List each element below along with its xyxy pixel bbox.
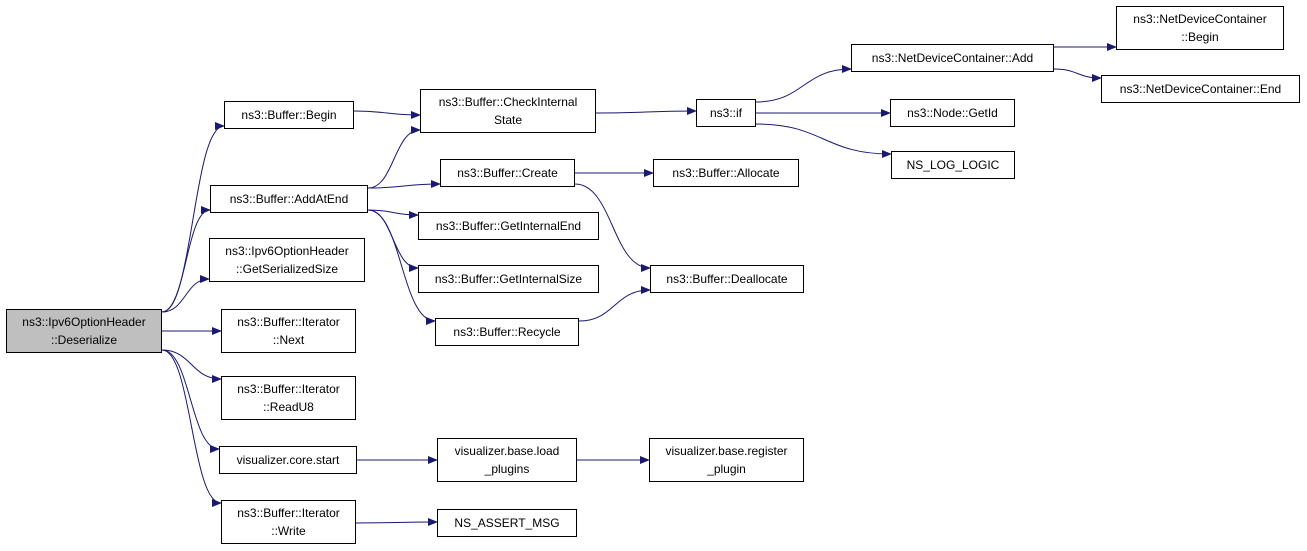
edge-ndc_add-to-ndc_end: [1053, 68, 1102, 82]
node-label-line: visualizer.core.start: [236, 453, 340, 467]
node-visualizer-base-load-plugins[interactable]: visualizer.base.load _plugins: [437, 438, 577, 482]
edge-buffer_create-to-buffer_deallocate: [574, 183, 651, 272]
edge-root-to-add_at_end: [161, 206, 211, 313]
node-label-line: ns3::Buffer::Deallocate: [666, 272, 788, 286]
node-ns-log-logic[interactable]: NS_LOG_LOGIC: [891, 151, 1015, 179]
node-buffer-addatend[interactable]: ns3::Buffer::AddAtEnd: [210, 185, 368, 213]
edge-add_at_end-to-buffer_recycle: [367, 209, 436, 325]
node-label-line: visualizer.base.load: [454, 444, 560, 458]
node-label-line: ns3::Buffer::AddAtEnd: [229, 192, 349, 206]
node-label-line: _plugin: [707, 462, 746, 476]
node-netdevicecontainer-add[interactable]: ns3::NetDeviceContainer::Add: [851, 44, 1054, 72]
node-label-line: ns3::Buffer::Iterator: [237, 382, 340, 396]
node-buffer-iterator-write[interactable]: ns3::Buffer::Iterator ::Write: [221, 500, 356, 544]
node-buffer-begin[interactable]: ns3::Buffer::Begin: [224, 101, 354, 129]
node-node-getid[interactable]: ns3::Node::GetId: [890, 99, 1015, 127]
edge-buffer_recycle-to-buffer_deallocate: [578, 286, 651, 322]
node-buffer-create[interactable]: ns3::Buffer::Create: [440, 159, 575, 187]
node-buffer-getinternalend[interactable]: ns3::Buffer::GetInternalEnd: [418, 212, 599, 240]
edge-ns3_if-to-log_logic: [755, 123, 892, 158]
edge-add_at_end-to-get_internal_end: [367, 209, 419, 219]
node-label-line: ns3::Buffer::GetInternalSize: [434, 272, 583, 286]
node-ipv6optionheader-deserialize[interactable]: ns3::Ipv6OptionHeader ::Deserialize: [6, 309, 162, 353]
node-label-line: ::GetSerializedSize: [235, 262, 339, 276]
node-buffer-iterator-readu8[interactable]: ns3::Buffer::Iterator ::ReadU8: [221, 376, 356, 420]
node-label-line: ns3::Buffer::Recycle: [453, 325, 561, 339]
node-ipv6optionheader-getserializedsize[interactable]: ns3::Ipv6OptionHeader ::GetSerializedSiz…: [209, 238, 365, 282]
edge-root-to-buffer_begin: [161, 122, 225, 313]
node-netdevicecontainer-begin[interactable]: ns3::NetDeviceContainer ::Begin: [1116, 6, 1284, 50]
node-buffer-iterator-next[interactable]: ns3::Buffer::Iterator ::Next: [221, 309, 356, 353]
node-label-line: NS_ASSERT_MSG: [454, 516, 560, 530]
node-label-line: ::Next: [272, 333, 305, 347]
node-label-line: ns3::Ipv6OptionHeader: [22, 315, 146, 329]
node-buffer-getinternalsize[interactable]: ns3::Buffer::GetInternalSize: [418, 265, 599, 293]
node-label-line: ns3::Buffer::Create: [457, 166, 558, 180]
edge-add_at_end-to-check_internal: [367, 126, 421, 189]
node-label-line: ns3::if: [709, 106, 742, 120]
edge-check_internal-to-ns3_if: [595, 107, 697, 116]
edge-buffer_begin-to-check_internal: [353, 110, 421, 119]
node-ns3-if[interactable]: ns3::if: [696, 99, 756, 127]
node-label-line: ns3::Buffer::Iterator: [237, 315, 340, 329]
node-label-line: NS_LOG_LOGIC: [906, 158, 1000, 172]
edge-add_at_end-to-buffer_create: [367, 180, 441, 189]
node-label-line: ns3::NetDeviceContainer::End: [1119, 82, 1282, 96]
node-label-line: ::Deserialize: [50, 333, 118, 347]
node-visualizer-core-start[interactable]: visualizer.core.start: [219, 446, 357, 474]
edge-root-to-ipv6opt_getsize: [161, 275, 210, 313]
node-buffer-allocate[interactable]: ns3::Buffer::Allocate: [653, 159, 799, 187]
node-label-line: ::Write: [271, 524, 306, 538]
node-label-line: ns3::Buffer::Allocate: [672, 166, 780, 180]
edge-root-to-iter_write: [161, 349, 222, 507]
node-label-line: ::Begin: [1181, 30, 1219, 44]
node-buffer-deallocate[interactable]: ns3::Buffer::Deallocate: [650, 265, 804, 293]
node-label-line: ns3::NetDeviceContainer: [1133, 12, 1267, 26]
node-label-line: ns3::Buffer::GetInternalEnd: [435, 219, 582, 233]
edge-root-to-vis_core_start: [161, 349, 220, 453]
node-netdevicecontainer-end[interactable]: ns3::NetDeviceContainer::End: [1101, 75, 1300, 103]
node-label-line: ns3::Node::GetId: [907, 106, 998, 120]
node-ns-assert-msg[interactable]: NS_ASSERT_MSG: [437, 509, 577, 537]
node-label-line: ns3::NetDeviceContainer::Add: [871, 51, 1034, 65]
node-label-line: ns3::Ipv6OptionHeader: [225, 244, 349, 258]
node-label-line: ns3::Buffer::Iterator: [237, 506, 340, 520]
node-visualizer-base-register-plugin[interactable]: visualizer.base.register _plugin: [649, 438, 804, 482]
node-buffer-recycle[interactable]: ns3::Buffer::Recycle: [435, 318, 579, 346]
edge-iter_write-to-assert_msg: [355, 518, 438, 527]
node-label-line: ns3::Buffer::CheckInternal: [438, 95, 578, 109]
edge-root-to-iter_readu8: [161, 349, 222, 383]
node-label-line: visualizer.base.register: [665, 444, 788, 458]
node-label-line: State: [493, 113, 523, 127]
node-label-line: ::ReadU8: [263, 400, 314, 414]
node-label-line: ns3::Buffer::Begin: [241, 108, 337, 122]
edge-ns3_if-to-ndc_add: [755, 65, 852, 103]
node-buffer-checkinternalstate[interactable]: ns3::Buffer::CheckInternal State: [420, 89, 596, 133]
node-label-line: _plugins: [484, 462, 530, 476]
